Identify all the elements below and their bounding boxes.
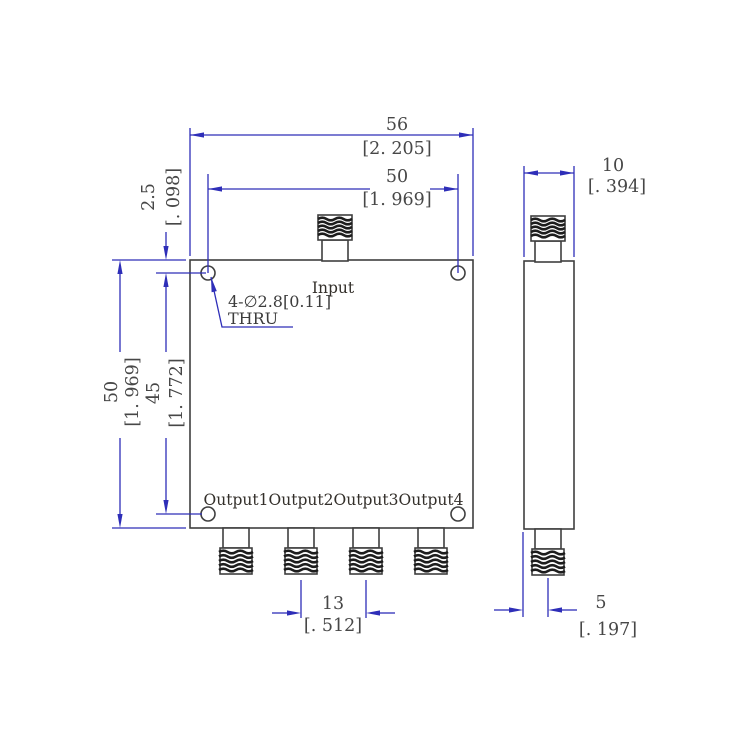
dim-overall-width-mm: 56 (386, 115, 408, 135)
front-view-body (189, 259, 474, 529)
dim-depth-10 (523, 166, 575, 257)
output4-sma-connector (414, 528, 448, 574)
hole-note-line1: 4-∅2.8[0.11] (228, 292, 331, 311)
dim-overall-width-56 (189, 128, 474, 256)
dim-hole-spacing-h-in: [1. 969] (362, 190, 431, 210)
dim-hole-spacing-h-mm: 50 (386, 167, 408, 187)
dim-hole-spacing-v-mm: 45 (144, 382, 164, 404)
hole-note-line2: THRU (228, 309, 278, 328)
dim-connector-offset-5 (494, 532, 577, 617)
output2-label: Output2 (269, 491, 334, 509)
dim-overall-height-mm: 50 (102, 381, 122, 403)
input-label: Input (312, 279, 355, 297)
output3-label: Output3 (334, 491, 399, 509)
dim-output-pitch-in: [. 512] (304, 616, 362, 636)
dim-hole-spacing-v-in: [1. 772] (167, 358, 187, 427)
dim-depth-in: [. 394] (588, 177, 646, 197)
side-top-connector (531, 216, 565, 262)
dim-overall-height-in: [1. 969] (123, 357, 143, 426)
output1-label: Output1 (204, 491, 269, 509)
dim-hole-offset-in: [. 098] (164, 168, 184, 226)
dim-connector-offset-in: [. 197] (579, 620, 637, 640)
side-view-body (523, 260, 575, 530)
dim-overall-width-in: [2. 205] (362, 139, 431, 159)
dim-hole-spacing-50 (207, 174, 459, 273)
dim-left-side (112, 232, 206, 529)
dim-output-pitch-mm: 13 (322, 594, 344, 614)
side-view (523, 216, 575, 575)
mounting-hole-bottom-right (450, 506, 466, 522)
output2-sma-connector (284, 528, 318, 574)
output1-sma-connector (219, 528, 253, 574)
dim-hole-offset-mm: 2.5 (139, 183, 159, 211)
mounting-hole-bottom-left (200, 506, 216, 522)
output4-label: Output4 (399, 491, 464, 509)
dim-depth-mm: 10 (602, 156, 624, 176)
dim-output-pitch-13 (272, 580, 395, 618)
hole-note-leader (210, 276, 293, 328)
front-view (189, 215, 474, 574)
output3-sma-connector (349, 528, 383, 574)
input-sma-connector (318, 215, 352, 261)
side-bottom-connector (531, 529, 565, 575)
dim-connector-offset-mm: 5 (595, 593, 606, 613)
